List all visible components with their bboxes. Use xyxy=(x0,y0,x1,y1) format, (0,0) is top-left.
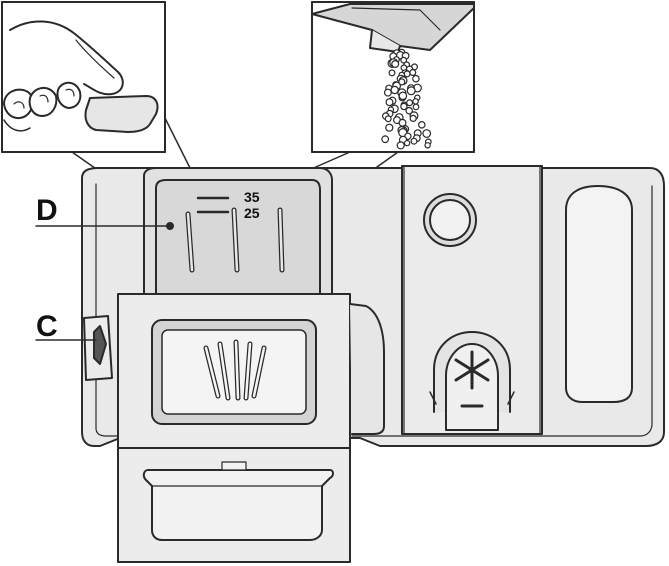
lid-latch[interactable] xyxy=(83,315,113,381)
dosage-mark-35: 35 xyxy=(244,189,260,205)
rinse-aid-compartment xyxy=(401,165,543,435)
dispenser-front-panel xyxy=(117,447,351,563)
inset-powder-pour xyxy=(311,1,475,153)
inset-finger-press xyxy=(1,1,166,153)
label-c: C xyxy=(36,310,58,343)
detergent-compartment xyxy=(143,167,333,295)
label-d: D xyxy=(36,194,58,227)
rinse-aid-level-window xyxy=(565,185,633,403)
dosage-mark-25: 25 xyxy=(244,205,260,221)
detergent-granules xyxy=(381,48,432,150)
divider-wall xyxy=(349,303,385,435)
dispenser-lid[interactable] xyxy=(117,293,351,449)
